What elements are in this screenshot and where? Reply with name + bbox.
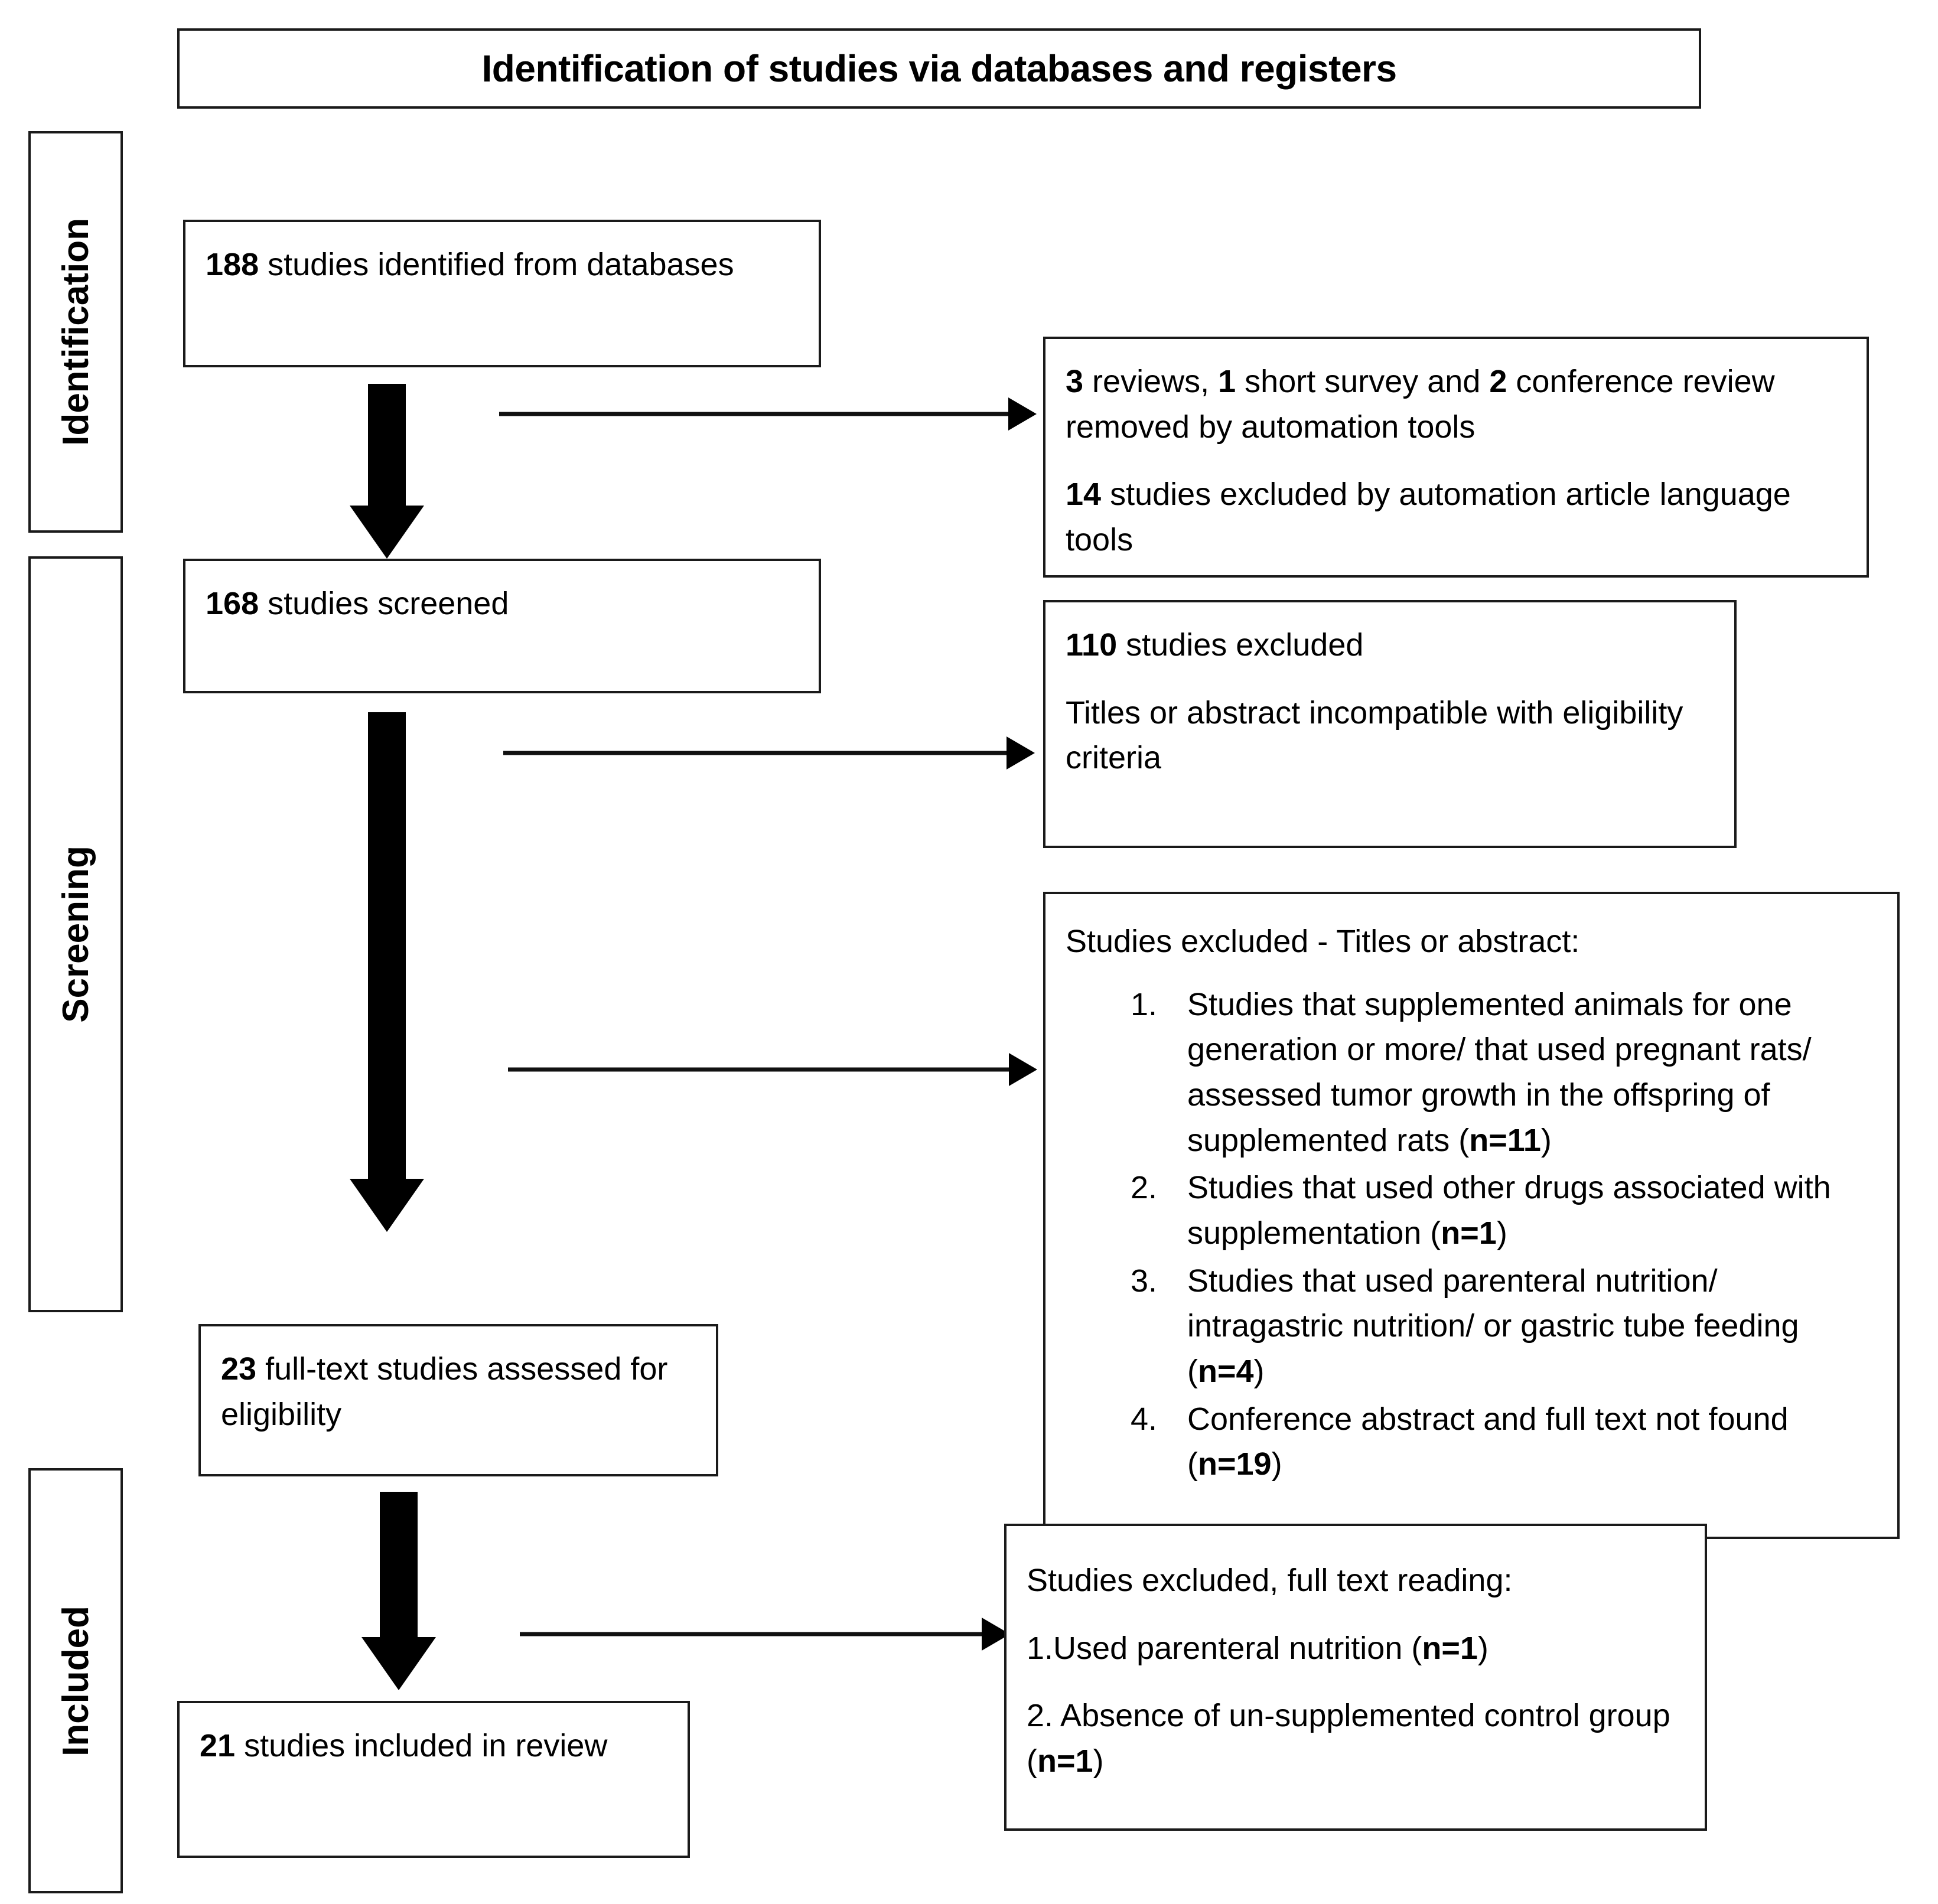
automation-reviews-count: 3 (1066, 364, 1084, 399)
box-studies-identified: 188 studies identified from databases (183, 220, 821, 367)
screening-exclusions-heading: Studies excluded - Titles or abstract: (1066, 924, 1580, 959)
fulltext-exclusion-item-1: 1.Used parenteral nutrition (n=1) (1027, 1626, 1687, 1671)
fulltext-exclusion-2-text: 2. Absence of un-supplemented control gr… (1027, 1698, 1670, 1779)
titles-excluded-count-label: studies excluded (1117, 627, 1364, 663)
studies-screened-count: 168 (206, 586, 259, 621)
screening-exclusions-list: Studies that supplemented animals for on… (1066, 982, 1880, 1487)
box-studies-included: 21 studies included in review (177, 1701, 690, 1858)
flow-arrow-right-to-titles-excluded (503, 736, 1035, 770)
arrow-line (499, 412, 1011, 416)
flow-arrow-right-to-automation-excluded (499, 397, 1037, 431)
arrow-head-down-icon (361, 1637, 436, 1690)
flow-arrow-down-identified-to-screened (348, 384, 425, 559)
arrow-line (503, 751, 1009, 755)
arrow-shaft (368, 712, 406, 1181)
studies-identified-label: studies identified from databases (259, 247, 734, 282)
stage-bar-identification: Identification (28, 131, 123, 533)
exclusion-item-4-text: Conference abstract and full text not fo… (1187, 1401, 1789, 1482)
list-item: Studies that used other drugs associated… (1166, 1165, 1880, 1256)
arrow-head-right-icon (1009, 1053, 1037, 1086)
arrow-head-right-icon (1007, 736, 1035, 770)
studies-included-count: 21 (200, 1728, 236, 1763)
list-item: Conference abstract and full text not fo… (1166, 1397, 1880, 1487)
exclusion-item-1-tail: ) (1540, 1122, 1552, 1158)
stage-label-identification: Identification (55, 218, 96, 446)
automation-excluded-line-2: 14 studies excluded by automation articl… (1066, 472, 1849, 562)
flow-arrow-down-screened-to-fulltext (348, 712, 425, 1232)
fulltext-assessed-count: 23 (221, 1351, 257, 1387)
exclusion-item-2-n: n=1 (1441, 1215, 1497, 1251)
box-automation-excluded: 3 reviews, 1 short survey and 2 conferen… (1043, 337, 1869, 578)
arrow-shaft (380, 1492, 418, 1639)
automation-conference-count: 2 (1489, 364, 1507, 399)
fulltext-exclusion-1-tail: ) (1477, 1630, 1488, 1666)
list-item: Studies that supplemented animals for on… (1166, 982, 1880, 1163)
box-fulltext-assessed: 23 full-text studies assessed for eligib… (198, 1324, 718, 1476)
arrow-shaft (368, 384, 406, 508)
fulltext-exclusion-1-n: n=1 (1422, 1630, 1478, 1666)
stage-bar-screening: Screening (28, 556, 123, 1312)
fulltext-assessed-text: 23 full-text studies assessed for eligib… (221, 1347, 698, 1437)
box-titles-abstract-excluded: 110 studies excluded Titles or abstract … (1043, 600, 1737, 848)
studies-included-text: 21 studies included in review (200, 1723, 670, 1769)
titles-excluded-count-line: 110 studies excluded (1066, 622, 1716, 668)
exclusion-item-3-text: Studies that used parenteral nutrition/ … (1187, 1263, 1799, 1390)
arrow-head-down-icon (350, 1179, 424, 1232)
automation-language-count: 14 (1066, 477, 1102, 513)
exclusion-item-4-tail: ) (1271, 1446, 1282, 1482)
studies-identified-text: 188 studies identified from databases (206, 242, 801, 288)
fulltext-exclusion-1-text: 1.Used parenteral nutrition ( (1027, 1630, 1422, 1666)
automation-line2-post: studies excluded by automation article l… (1066, 477, 1791, 558)
exclusion-item-1-n: n=11 (1469, 1122, 1541, 1158)
studies-identified-count: 188 (206, 247, 259, 282)
fulltext-exclusions-heading: Studies excluded, full text reading: (1027, 1563, 1513, 1598)
flow-arrow-right-to-fulltext-exclusions (520, 1617, 1010, 1651)
stage-bar-included: Included (28, 1468, 123, 1893)
stage-label-included: Included (55, 1605, 96, 1756)
fulltext-assessed-label: full-text studies assessed for eligibili… (221, 1351, 668, 1432)
box-screening-exclusions: Studies excluded - Titles or abstract: S… (1043, 892, 1900, 1539)
fulltext-exclusion-item-2: 2. Absence of un-supplemented control gr… (1027, 1693, 1687, 1784)
arrow-line (520, 1632, 984, 1636)
exclusion-item-1-text: Studies that supplemented animals for on… (1187, 986, 1812, 1158)
titles-excluded-reason: Titles or abstract incompatible with eli… (1066, 695, 1683, 776)
exclusion-item-3-tail: ) (1253, 1354, 1265, 1390)
automation-survey-count: 1 (1218, 364, 1236, 399)
exclusion-item-4-n: n=19 (1197, 1446, 1272, 1482)
exclusion-item-2-tail: ) (1496, 1215, 1507, 1251)
diagram-title: Identification of studies via databases … (481, 47, 1397, 90)
automation-line1-post: conference review removed by automation … (1066, 364, 1775, 445)
box-fulltext-exclusions: Studies excluded, full text reading: 1.U… (1004, 1524, 1707, 1831)
exclusion-item-3-n: n=4 (1197, 1354, 1254, 1390)
fulltext-exclusion-2-tail: ) (1093, 1743, 1104, 1779)
box-studies-screened: 168 studies screened (183, 559, 821, 693)
flow-arrow-right-to-screening-exclusions (508, 1052, 1037, 1087)
arrow-line (508, 1067, 1011, 1072)
automation-line1-mid2: short survey and (1236, 364, 1490, 399)
fulltext-exclusion-2-n: n=1 (1037, 1743, 1093, 1779)
arrow-head-down-icon (350, 506, 424, 559)
studies-screened-label: studies screened (259, 586, 509, 621)
arrow-head-right-icon (1008, 397, 1037, 431)
titles-excluded-count: 110 (1066, 627, 1118, 663)
stage-label-screening: Screening (55, 846, 96, 1023)
automation-excluded-line-1: 3 reviews, 1 short survey and 2 conferen… (1066, 359, 1849, 449)
studies-included-label: studies included in review (235, 1728, 608, 1763)
automation-line1-mid: reviews, (1083, 364, 1219, 399)
flow-arrow-down-fulltext-to-included (360, 1492, 437, 1690)
diagram-title-box: Identification of studies via databases … (177, 28, 1701, 109)
list-item: Studies that used parenteral nutrition/ … (1166, 1259, 1880, 1394)
studies-screened-text: 168 studies screened (206, 581, 801, 627)
exclusion-item-2-text: Studies that used other drugs associated… (1187, 1170, 1831, 1251)
